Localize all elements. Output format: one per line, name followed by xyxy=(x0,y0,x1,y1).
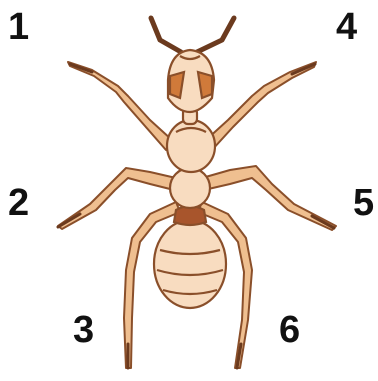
right-antenna xyxy=(197,18,234,52)
leg-label-1: 1 xyxy=(8,8,29,46)
leg-label-5: 5 xyxy=(353,184,374,222)
leg-label-4: 4 xyxy=(336,8,357,46)
leg-label-2: 2 xyxy=(8,184,29,222)
leg-label-3: 3 xyxy=(73,311,94,349)
left-antenna xyxy=(151,18,181,52)
leg-4 xyxy=(206,62,316,150)
antennae xyxy=(151,18,234,52)
leg-label-6: 6 xyxy=(279,311,300,349)
leg-1 xyxy=(68,62,172,150)
thorax-rear xyxy=(170,168,210,208)
